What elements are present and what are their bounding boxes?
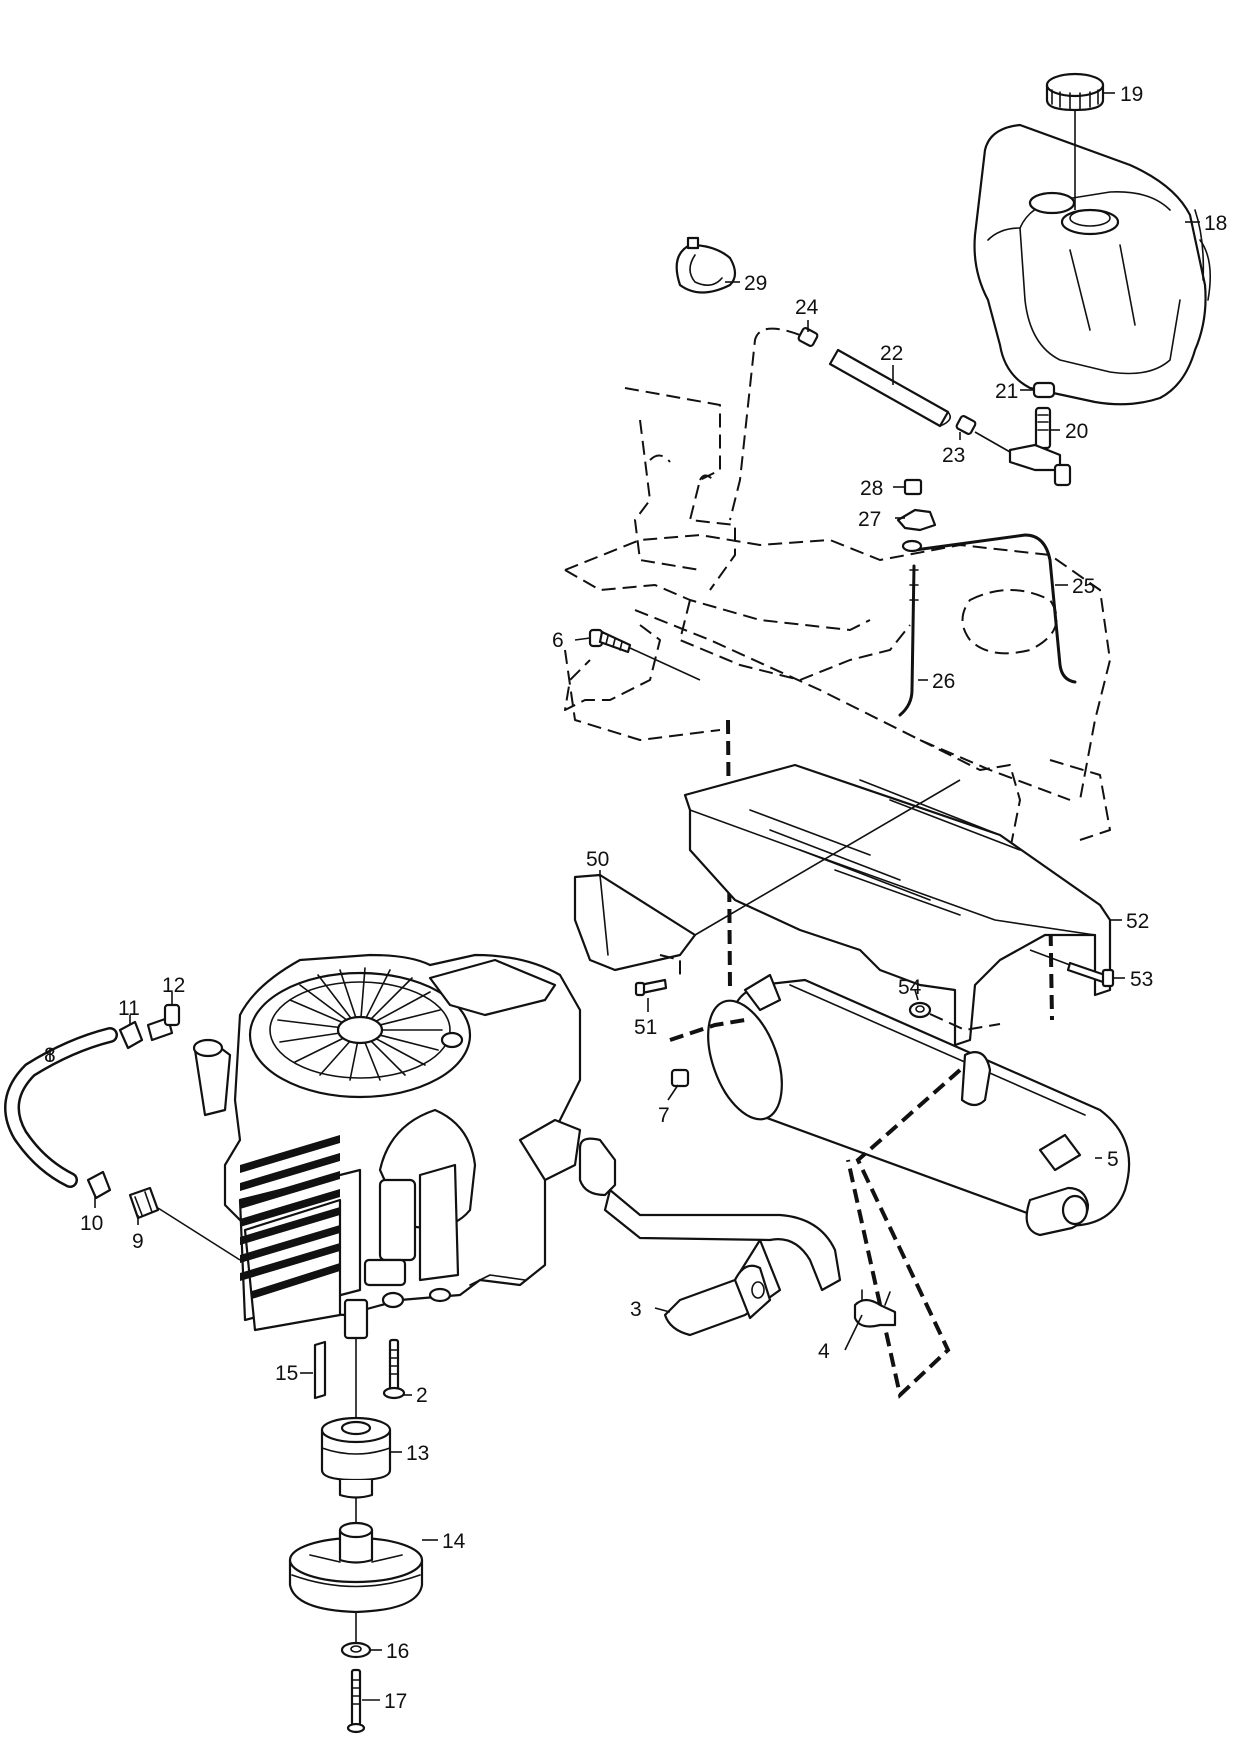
pipe-clamp [853,1289,897,1328]
fitting-9 [128,1186,160,1220]
callout-19: 19 [1120,83,1143,106]
callout-28: 28 [860,477,883,500]
callout-4: 4 [818,1340,830,1363]
callout-17: 17 [384,1690,407,1713]
nut-7 [670,1068,690,1088]
callout-15: 15 [275,1362,298,1385]
wing-nut [896,508,937,532]
heat-shield [683,763,1112,1047]
callout-51: 51 [634,1016,657,1039]
screw-51 [634,978,668,997]
callout-25: 25 [1072,575,1095,598]
callout-3: 3 [630,1298,642,1321]
callout-7: 7 [658,1104,670,1127]
callout-16: 16 [386,1640,409,1663]
fuel-tank [973,123,1211,406]
callout-11: 11 [118,997,140,1020]
fitting-12 [146,1003,181,1042]
washer-54 [908,1001,932,1019]
callout-20: 20 [1065,420,1088,443]
exhaust-pipe [578,1137,842,1337]
callout-50: 50 [586,848,609,871]
callout-53: 53 [1130,968,1153,991]
callout-9: 9 [132,1230,144,1253]
callout-10: 10 [80,1212,103,1235]
callout-21: 21 [995,380,1018,403]
callout-14: 14 [442,1530,466,1553]
bolt-2 [382,1338,406,1400]
callout-22: 22 [880,342,903,365]
washer-16 [340,1641,372,1659]
callout-26: 26 [932,670,955,693]
crankshaft [343,1298,369,1340]
bolt-17 [346,1668,366,1734]
engine [192,953,582,1332]
hex-nut [903,478,923,496]
callout-6: 6 [552,629,564,652]
hose-clamp-24 [797,327,819,347]
callout-13: 13 [406,1442,429,1465]
callout-52: 52 [1126,910,1149,933]
spacer-pulley [320,1416,392,1499]
callout-27: 27 [858,508,881,531]
chassis-frame [564,387,1111,881]
callout-labels: 2 3 4 5 6 7 8 9 10 11 12 13 14 15 16 17 … [44,83,1227,1713]
deflector-plate [573,873,697,972]
breather-hose [4,1027,118,1188]
grommet [1032,381,1056,399]
hose-clamp-10 [86,1170,112,1200]
callout-12: 12 [162,974,185,997]
drive-pulley [288,1521,424,1614]
callout-8: 8 [44,1044,56,1067]
fuel-cap [1045,72,1105,112]
callout-23: 23 [942,444,965,467]
callout-leaders [49,92,1200,1701]
bolt-6 [588,628,632,654]
hose-clamp-11 [118,1020,144,1050]
callout-24: 24 [795,296,819,319]
cable-tie [675,236,737,294]
fuel-hose [828,348,951,428]
callout-54: 54 [898,976,922,999]
callout-29: 29 [744,272,767,295]
hose-clamp-23 [955,415,977,435]
throttle-rod [898,533,1077,717]
key-15 [313,1340,327,1400]
callout-5: 5 [1107,1148,1119,1171]
fuel-valve [1008,406,1072,487]
callout-18: 18 [1204,212,1227,235]
cylinder-fins [240,1135,340,1299]
callout-2: 2 [416,1384,428,1407]
